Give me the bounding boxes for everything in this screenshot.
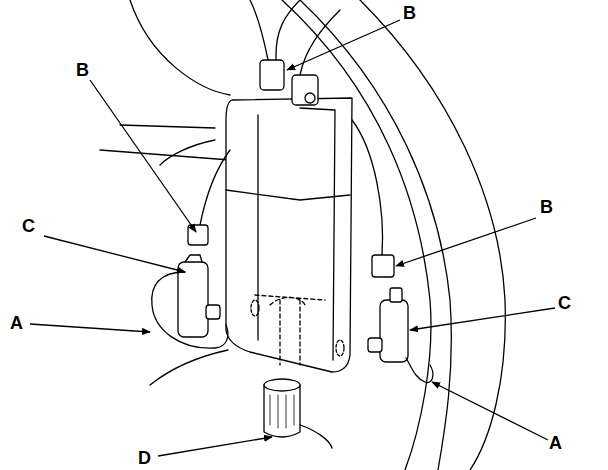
hidden-line <box>251 300 259 316</box>
callout-letter: A <box>549 433 562 453</box>
hose <box>300 425 332 448</box>
connector <box>188 225 208 245</box>
pump-port <box>185 255 202 262</box>
pump-port <box>206 305 220 319</box>
hidden-line <box>255 295 325 365</box>
body-edge <box>120 125 215 128</box>
leader-line <box>90 80 196 232</box>
callout-letter: C <box>558 293 571 313</box>
wire <box>352 120 383 255</box>
body-edge <box>150 350 228 385</box>
bolt <box>305 93 315 103</box>
callout-letter: A <box>10 313 23 333</box>
callout-letter: B <box>76 60 89 80</box>
callout-letter: D <box>138 448 151 468</box>
leader-line <box>410 308 555 330</box>
wire <box>160 140 230 225</box>
washer-hose <box>406 358 433 383</box>
leader-line <box>432 382 548 440</box>
hidden-line <box>336 340 344 356</box>
callout-letter: C <box>22 216 35 236</box>
body-edge <box>130 0 230 95</box>
body-edge <box>100 150 230 160</box>
connector <box>292 75 318 105</box>
strainer-mesh <box>270 395 294 428</box>
fender-edge <box>360 0 505 470</box>
leader-line <box>44 236 185 272</box>
leader-line <box>30 324 150 332</box>
strainer <box>264 379 300 391</box>
pump-port <box>390 288 402 302</box>
reservoir-face <box>300 108 335 360</box>
reservoir-face <box>226 190 350 200</box>
pump-port <box>368 338 382 352</box>
leader-line <box>396 218 536 266</box>
washer-hose <box>152 272 228 348</box>
callout-letter: B <box>403 3 416 23</box>
connector <box>372 255 394 277</box>
leader-line <box>287 20 400 70</box>
reservoir-tank <box>226 98 352 372</box>
strainer <box>264 385 300 437</box>
washer-pump <box>380 300 408 362</box>
washer-pump <box>178 262 208 337</box>
leader-line <box>158 437 272 456</box>
connector <box>260 60 284 90</box>
callout-letter: B <box>540 197 553 217</box>
wire <box>250 0 340 75</box>
